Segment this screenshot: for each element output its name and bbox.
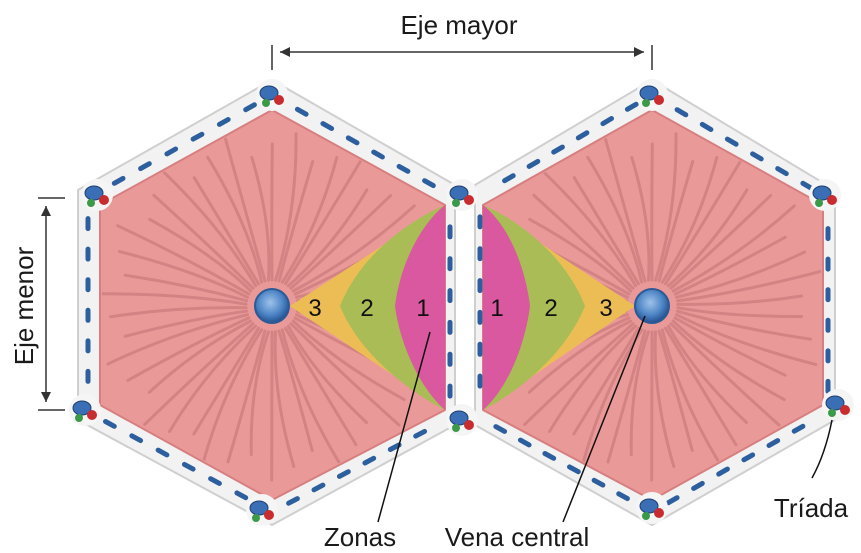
minor-axis-marker — [38, 198, 65, 410]
portal-triad-icon — [446, 179, 478, 211]
bile-duct — [452, 424, 460, 432]
zone-number-2-right: 2 — [544, 295, 557, 322]
triad-label: Tríada — [774, 493, 849, 523]
hepatic-artery — [827, 195, 837, 205]
portal-triad-icon — [69, 394, 101, 426]
central-vein-label: Vena central — [445, 522, 590, 552]
zone-number-2-left: 2 — [360, 295, 373, 322]
hepatic-artery — [464, 195, 474, 205]
zone-number-3-left: 3 — [308, 295, 321, 322]
major-axis-label: Eje mayor — [400, 10, 517, 40]
right-lobule — [475, 80, 835, 525]
zone-number-1-left: 1 — [416, 295, 429, 322]
hepatic-artery — [274, 95, 284, 105]
zone-number-3-right: 3 — [599, 295, 612, 322]
bile-duct — [252, 514, 260, 522]
hepatic-artery — [264, 510, 274, 520]
bile-duct — [75, 414, 83, 422]
portal-triad-icon — [256, 79, 288, 111]
bile-duct — [452, 199, 460, 207]
portal-triad-icon — [636, 79, 668, 111]
bile-duct — [815, 199, 823, 207]
bile-duct — [87, 199, 95, 207]
portal-triad-icon — [81, 179, 113, 211]
portal-triad-icon — [446, 404, 478, 436]
hepatic-artery — [654, 95, 664, 105]
portal-triad-icon — [246, 494, 278, 526]
hepatic-artery — [464, 420, 474, 430]
major-axis-marker — [272, 45, 652, 70]
bile-duct — [828, 409, 836, 417]
zones-label: Zonas — [324, 522, 396, 552]
hepatic-artery — [87, 410, 97, 420]
zone-number-1-right: 1 — [490, 295, 503, 322]
bile-duct — [262, 99, 270, 107]
hepatic-artery — [840, 405, 850, 415]
bile-duct — [642, 99, 650, 107]
portal-triad-icon — [822, 389, 854, 421]
hepatic-artery — [654, 508, 664, 518]
bile-duct — [642, 512, 650, 520]
portal-triad-icon — [809, 179, 841, 211]
portal-triad-icon — [636, 492, 668, 524]
hepatic-artery — [99, 195, 109, 205]
central-vein-icon — [255, 289, 289, 323]
minor-axis-label: Eje menor — [9, 246, 39, 365]
central-vein-icon — [635, 289, 669, 323]
left-lobule — [78, 80, 455, 525]
